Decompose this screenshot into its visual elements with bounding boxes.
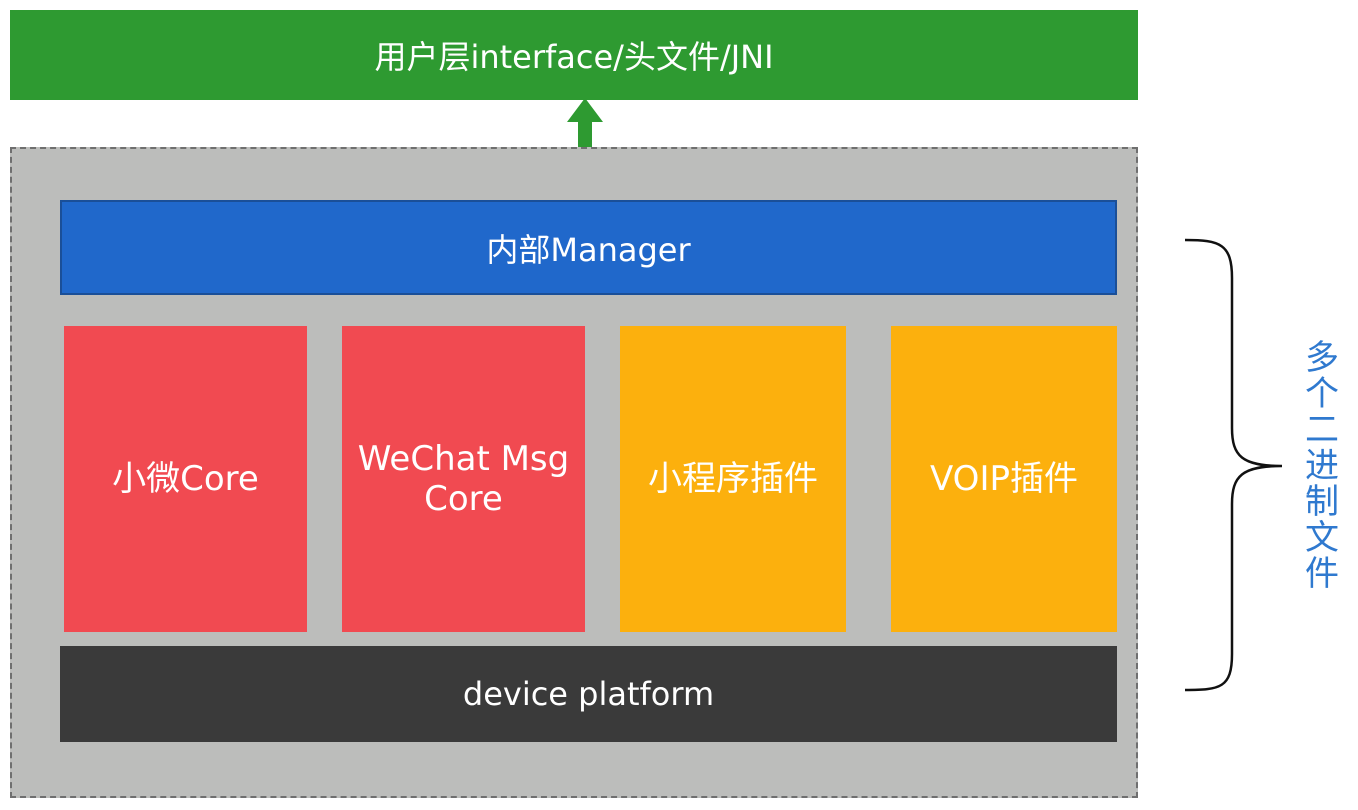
device-platform-label: device platform — [462, 675, 715, 713]
user-layer-box: 用户层interface/头文件/JNI — [10, 10, 1138, 100]
voip-plugin-label: VOIP插件 — [930, 459, 1078, 499]
user-layer-label: 用户层interface/头文件/JNI — [374, 38, 774, 76]
right-brace-icon — [1184, 238, 1283, 692]
mini-program-plugin-module: 小程序插件 — [620, 326, 846, 632]
xiaowei-core-label: 小微Core — [112, 459, 259, 499]
mini-program-plugin-label: 小程序插件 — [648, 459, 818, 499]
multiple-binaries-label: 多个二进制文件 — [1305, 338, 1339, 594]
wechat-msg-core-label: WeChat Msg Core — [357, 439, 570, 519]
xiaowei-core-module: 小微Core — [64, 326, 307, 632]
voip-plugin-module: VOIP插件 — [891, 326, 1117, 632]
internal-manager-label: 内部Manager — [486, 230, 691, 269]
device-platform-box: device platform — [60, 646, 1117, 742]
internal-manager-box: 内部Manager — [60, 200, 1117, 295]
wechat-msg-core-module: WeChat Msg Core — [342, 326, 585, 632]
